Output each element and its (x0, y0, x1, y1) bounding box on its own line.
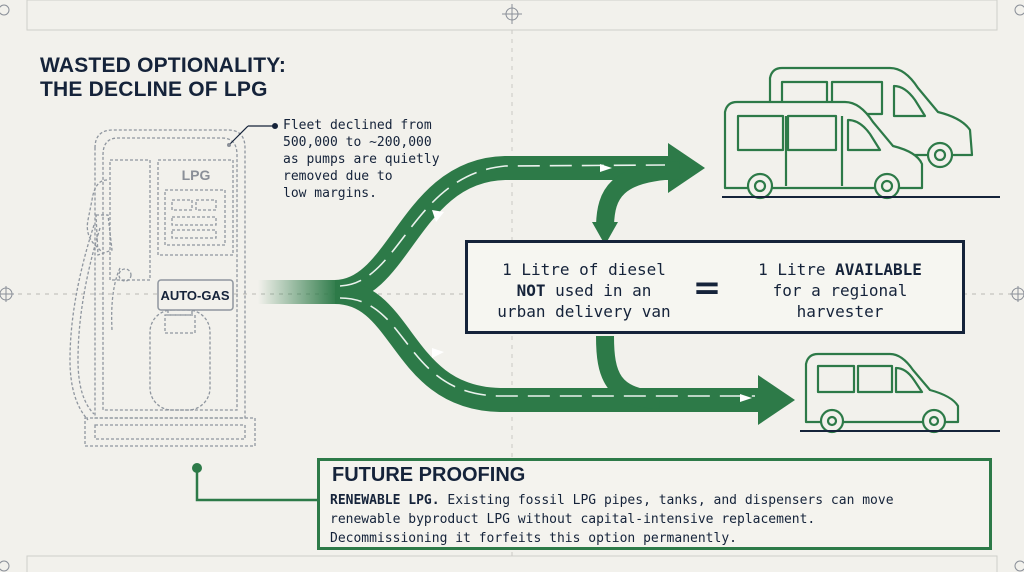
equation-right: 1 Litre AVAILABLE for a regional harvest… (720, 259, 960, 322)
annotation-line: as pumps are quietly (283, 152, 440, 167)
annotation-line: 500,000 to ~200,000 (283, 135, 432, 150)
fleet-decline-annotation: Fleet declined from 500,000 to ~200,000 … (283, 117, 483, 202)
renewable-lpg-emphasis: RENEWABLE LPG. (330, 493, 440, 508)
equation-right-line-2: for a regional (772, 281, 908, 300)
equation-left-line-2-rest: used in an (545, 281, 652, 300)
future-line-1: RENEWABLE LPG. Existing fossil LPG pipes… (330, 491, 990, 510)
equation-not-emphasis: NOT (516, 281, 546, 300)
future-proofing-box: FUTURE PROOFING RENEWABLE LPG. Existing … (317, 458, 992, 550)
van-icon (723, 100, 924, 200)
pump-lpg-label: LPG (182, 167, 211, 183)
future-proofing-title: FUTURE PROOFING (332, 464, 526, 486)
lower-arrow (334, 280, 760, 412)
equation-box: 1 Litre of diesel NOT used in an urban d… (465, 240, 965, 334)
annotation-line: Fleet declined from (283, 118, 432, 133)
annotation-line: low margins. (283, 186, 377, 201)
registration-mark-icon (0, 286, 14, 302)
title-line-2: THE DECLINE OF LPG (40, 78, 268, 101)
equation-right-line-1: 1 Litre AVAILABLE (720, 259, 960, 280)
annotation-line: removed due to (283, 169, 393, 184)
equation-right-prefix: 1 Litre (758, 260, 836, 279)
equation-left: 1 Litre of diesel NOT used in an urban d… (474, 259, 694, 322)
future-proofing-body: RENEWABLE LPG. Existing fossil LPG pipes… (330, 491, 990, 548)
title-line-1: WASTED OPTIONALITY: (40, 54, 287, 77)
equation-left-line-3: urban delivery van (497, 302, 671, 321)
future-line-2: renewable byproduct LPG without capital-… (330, 512, 816, 527)
page-title: WASTED OPTIONALITY: THE DECLINE OF LPG (40, 54, 286, 102)
registration-mark-icon (1010, 286, 1024, 302)
equation-right-line-3: harvester (796, 302, 884, 321)
van-icon (804, 352, 960, 434)
equation-available-emphasis: AVAILABLE (835, 260, 922, 279)
pump-auto-gas-sign: AUTO-GAS (160, 288, 229, 303)
future-line-3: Decommissioning it forfeits this option … (330, 531, 737, 546)
equation-left-line-2: NOT used in an (474, 280, 694, 301)
registration-mark-icon (0, 4, 1024, 572)
equation-left-line-1: 1 Litre of diesel (502, 260, 666, 279)
registration-mark-icon (502, 4, 522, 24)
future-line-1-rest: Existing fossil LPG pipes, tanks, and di… (439, 493, 894, 508)
equals-sign: = (692, 268, 722, 308)
